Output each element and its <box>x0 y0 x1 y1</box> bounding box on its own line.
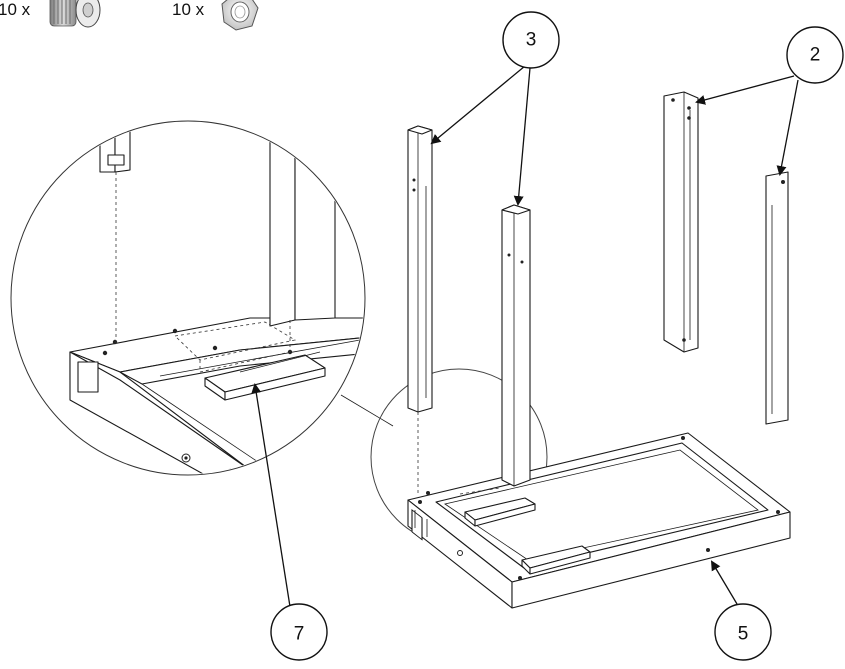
nut-icon <box>221 0 259 31</box>
leg-center <box>501 204 531 487</box>
callout-3: 3 <box>502 11 560 69</box>
side-panel-rear <box>663 91 699 353</box>
callout-2-number: 2 <box>810 45 821 66</box>
callout-7-number: 7 <box>294 624 305 645</box>
bolt-icon <box>49 0 101 28</box>
callout-3-leaders <box>430 65 531 206</box>
side-panel-front <box>765 171 789 425</box>
leg-left <box>407 125 433 496</box>
magnifier-connector <box>340 394 394 427</box>
callout-5: 5 <box>714 603 772 661</box>
hardware-bolt: 10 x <box>0 0 101 28</box>
bolt-quantity: 10 x <box>0 0 31 19</box>
callout-7-leader <box>251 383 295 633</box>
hardware-nut: 10 x <box>172 0 259 31</box>
nut-quantity: 10 x <box>172 0 205 19</box>
callout-5-leader <box>710 560 738 605</box>
base-frame <box>407 432 791 609</box>
callout-3-number: 3 <box>526 30 537 51</box>
callout-2: 2 <box>786 26 844 84</box>
detail-magnifier <box>10 120 394 476</box>
callout-2-leaders <box>695 75 799 176</box>
callout-5-number: 5 <box>738 624 749 645</box>
callout-7: 7 <box>270 603 328 661</box>
